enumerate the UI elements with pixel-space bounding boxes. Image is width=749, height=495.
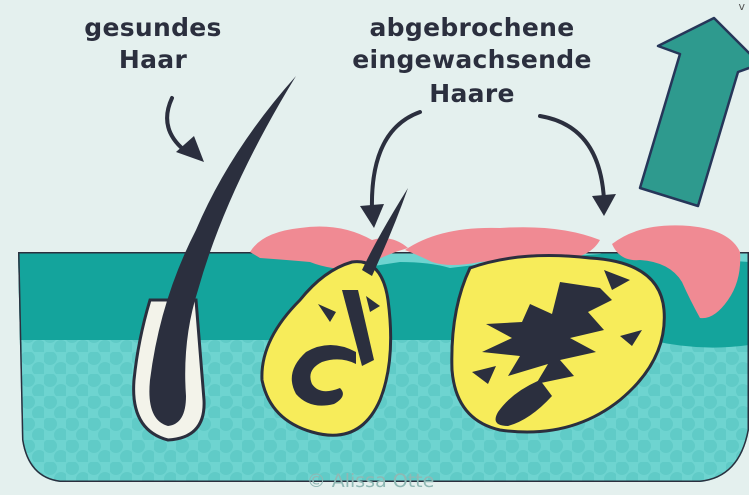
corner-text: v [738,0,745,13]
label-ingrown-line: eingewachsende [322,44,622,76]
curved-arrow-icon [540,116,604,200]
label-ingrown-line: Haare [322,78,622,110]
label-healthy-line: Haar [58,44,248,76]
up-arrow-icon [640,18,749,206]
label-healthy-hair: gesundes Haar [58,12,248,76]
label-ingrown-line: abgebrochene [322,12,622,44]
curved-arrow-icon [167,98,184,150]
label-ingrown-hairs: abgebrochene eingewachsende Haare [322,12,622,110]
copyright-notice: © Alissa Otte [0,470,749,492]
curved-arrow-icon [372,112,420,210]
label-healthy-line: gesundes [58,12,248,44]
